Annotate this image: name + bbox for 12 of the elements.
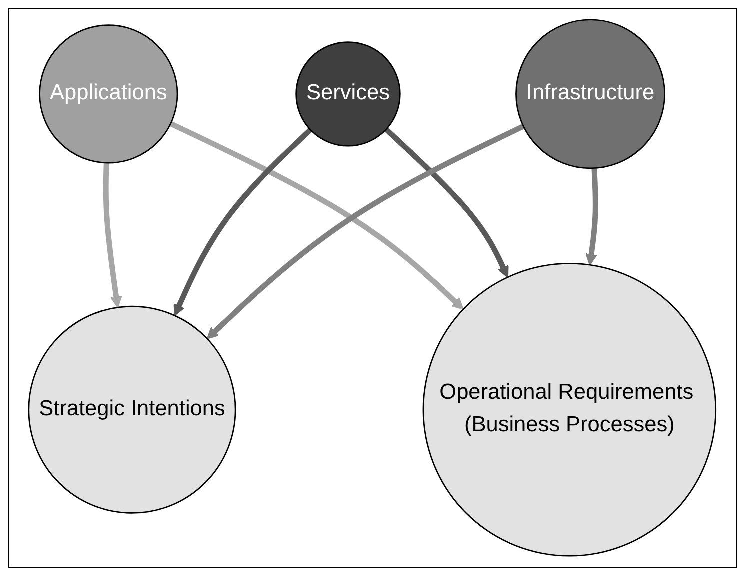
node-circle [422,263,717,557]
arrow [174,128,313,316]
node-circle [516,19,666,170]
node-circle [39,24,178,164]
arrow [206,124,525,340]
arrow [586,168,598,266]
arrow [170,121,464,310]
arrow [384,128,509,278]
arrow [103,162,122,308]
node-circle [296,42,401,147]
node-circle [28,306,236,514]
diagram: Applications Strategic Intentions Operational Requirements (Business Processes) Services Infrastructure [18,9,727,567]
